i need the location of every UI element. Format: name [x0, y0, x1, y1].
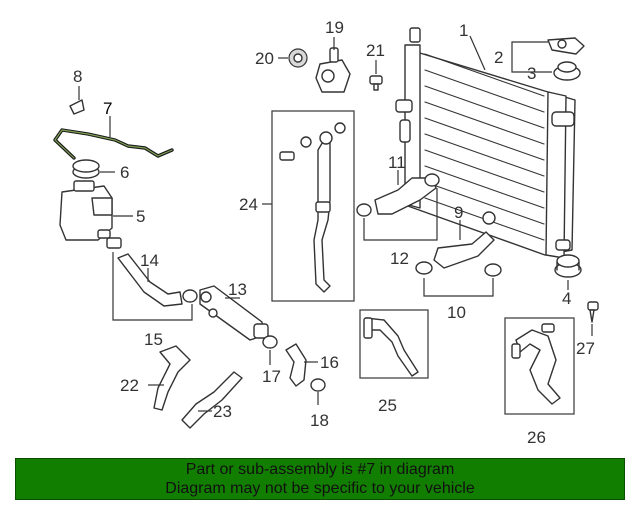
banner-part-note: Part or sub-assembly is #7 in diagram — [185, 461, 455, 478]
banner-disclaimer: Diagram may not be specific to your vehi… — [165, 480, 475, 497]
callout-19: 19 — [325, 18, 344, 37]
water-outlet[interactable] — [315, 47, 351, 93]
upper-bracket[interactable] — [547, 37, 585, 55]
parts-diagram: 1 2 3 4 5 6 7 8 — [53, 18, 599, 447]
callout-13: 13 — [228, 280, 247, 299]
callout-21: 21 — [366, 41, 385, 60]
overflow-hose-kit[interactable] — [279, 122, 346, 293]
callout-12: 12 — [390, 249, 409, 268]
thermostat-housing[interactable] — [199, 285, 269, 341]
hose-7-highlighted[interactable] — [53, 128, 174, 160]
callout-5: 5 — [136, 207, 145, 226]
callout-2: 2 — [494, 48, 503, 67]
callout-3: 3 — [527, 64, 536, 83]
upper-bushing[interactable] — [553, 61, 581, 81]
bypass-pipe-assembly[interactable] — [363, 317, 419, 377]
hose-clamp-18[interactable] — [310, 378, 326, 392]
lower-mount[interactable] — [554, 254, 582, 278]
lower-radiator-hose[interactable] — [433, 211, 496, 269]
callout-1: 1 — [459, 21, 468, 40]
callout-15: 15 — [144, 330, 163, 349]
bypass-hose[interactable] — [285, 343, 307, 387]
callout-9: 9 — [454, 203, 463, 222]
callout-24: 24 — [239, 195, 258, 214]
callout-8: 8 — [73, 67, 82, 86]
heater-hose-23[interactable] — [181, 371, 243, 429]
callout-27: 27 — [576, 339, 595, 358]
callout-7: 7 — [103, 99, 112, 118]
radiator[interactable] — [395, 27, 576, 259]
heater-hose-22[interactable] — [153, 345, 191, 411]
callout-4: 4 — [562, 289, 571, 308]
callout-6: 6 — [120, 163, 129, 182]
coolant-reservoir[interactable] — [59, 180, 113, 241]
callout-14: 14 — [140, 251, 159, 270]
callout-16: 16 — [320, 353, 339, 372]
upper-radiator-hose[interactable] — [374, 177, 437, 215]
callout-20: 20 — [255, 49, 274, 68]
callout-22: 22 — [120, 376, 139, 395]
callout-26: 26 — [527, 428, 546, 447]
bolt-27[interactable] — [587, 301, 599, 323]
info-banner: Part or sub-assembly is #7 in diagram Di… — [15, 458, 625, 500]
callout-box-24 — [271, 110, 355, 302]
outlet-seal[interactable] — [288, 48, 308, 68]
reservoir-cap[interactable] — [72, 159, 100, 179]
pipe-assembly-26[interactable] — [511, 323, 561, 405]
callout-10: 10 — [447, 303, 466, 322]
callout-17: 17 — [262, 367, 281, 386]
callout-18: 18 — [310, 411, 329, 430]
bolt-21[interactable] — [369, 75, 383, 91]
hose-clip[interactable] — [69, 99, 85, 115]
callout-25: 25 — [378, 396, 397, 415]
callout-23: 23 — [213, 402, 232, 421]
hose-clamp-17[interactable] — [262, 335, 278, 349]
callout-11: 11 — [388, 153, 406, 172]
reservoir-hose[interactable] — [117, 253, 183, 307]
